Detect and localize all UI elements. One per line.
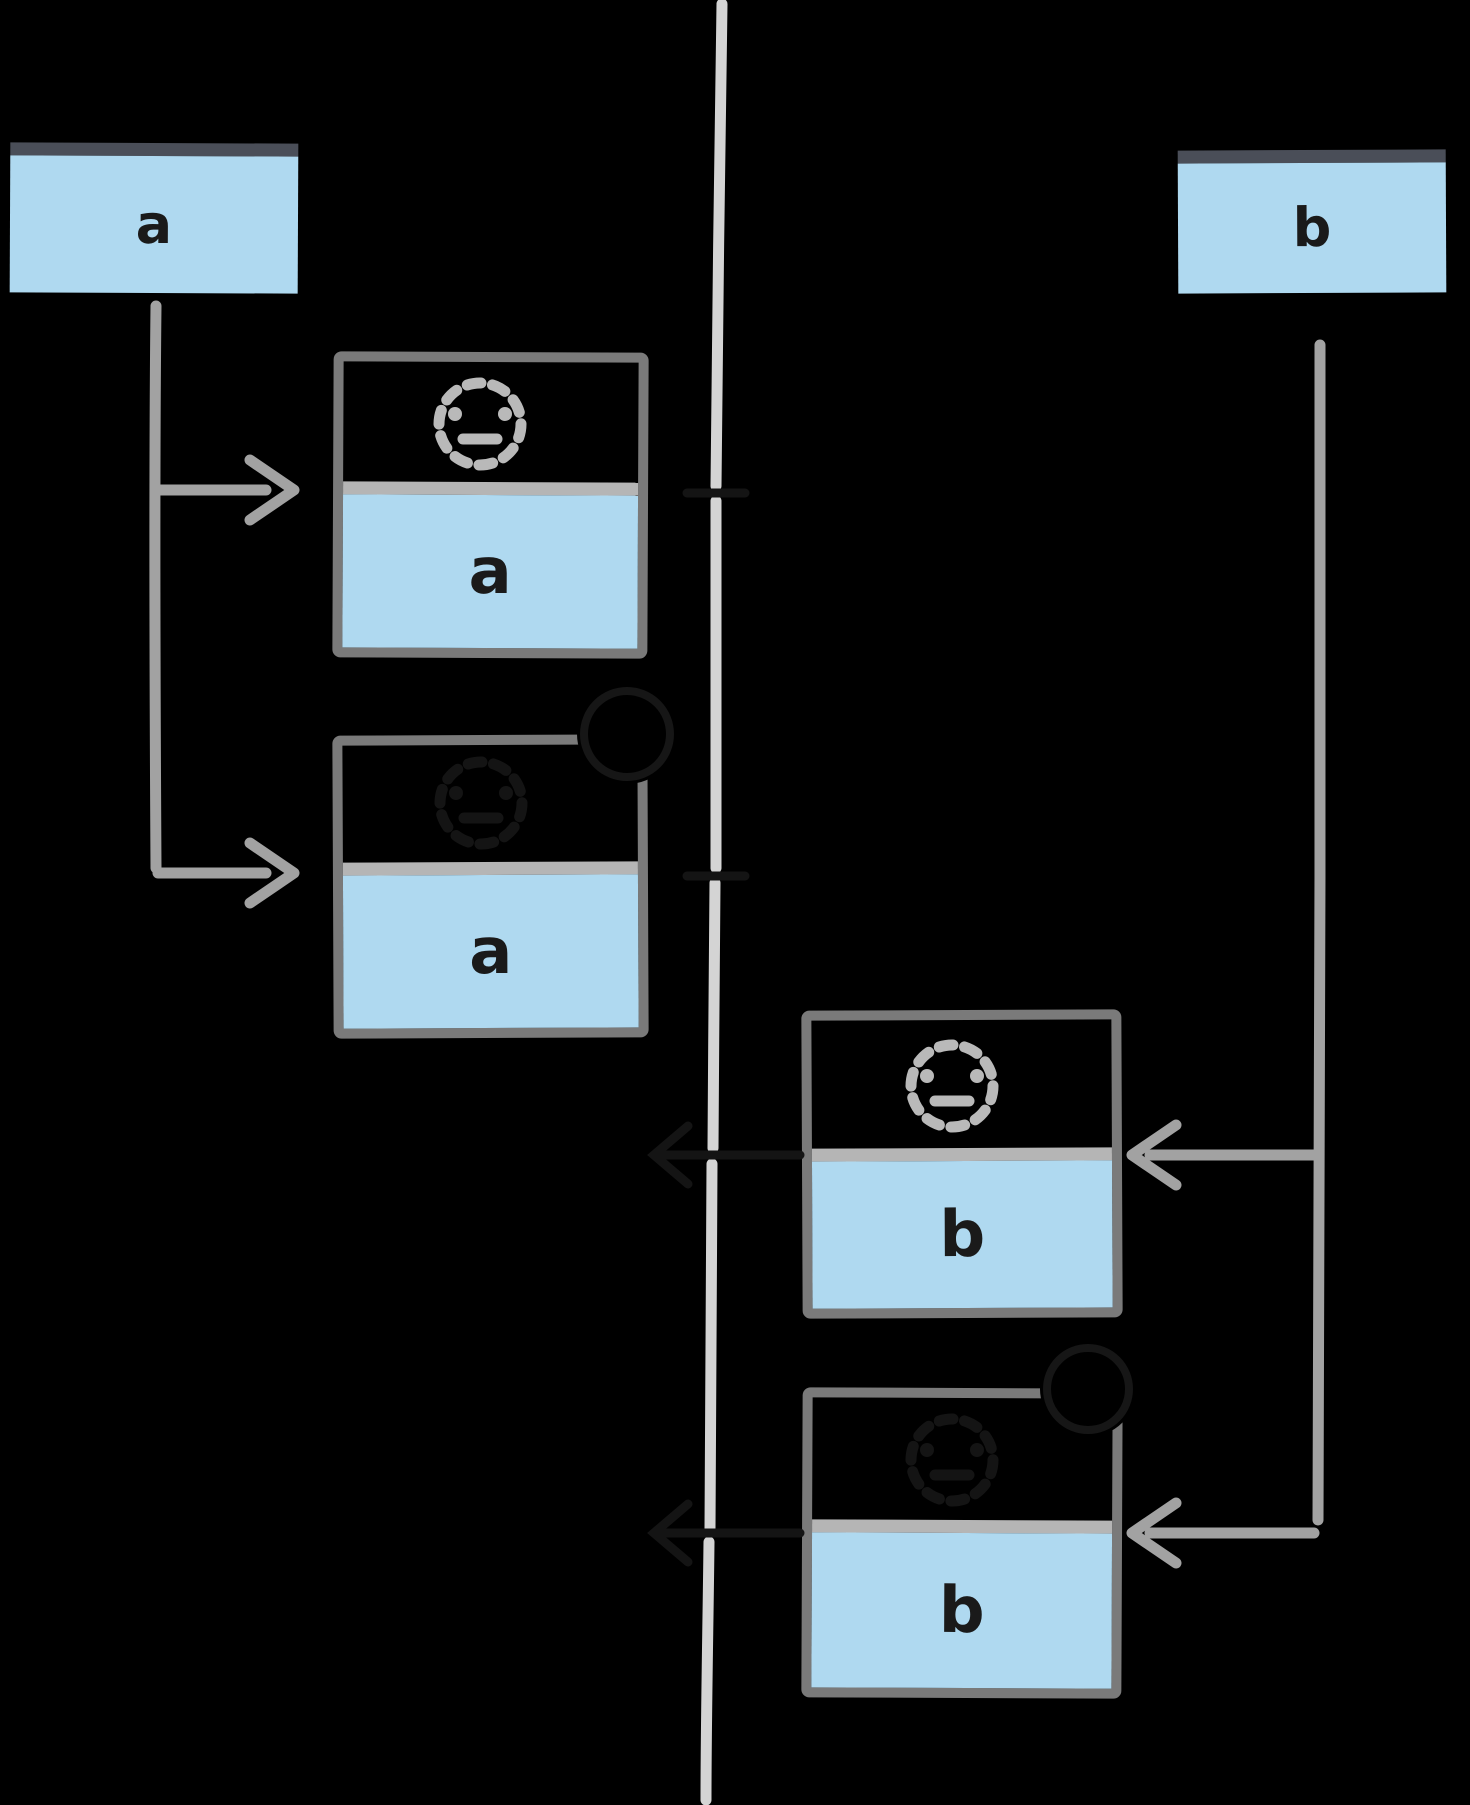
arrow-right-icon bbox=[244, 454, 300, 526]
window-a-titlebar bbox=[10, 142, 299, 157]
task-box-b-2: b bbox=[801, 1387, 1123, 1699]
window-b-label: b bbox=[1292, 195, 1332, 260]
window-b-titlebar bbox=[1177, 149, 1446, 164]
task-box-a-1-label: a bbox=[468, 534, 512, 609]
task-box-b-1-label: b bbox=[939, 1197, 986, 1272]
task-box-a-2-top bbox=[342, 744, 638, 862]
arrow-right-icon bbox=[244, 837, 300, 909]
connector-window-b bbox=[1126, 339, 1327, 1569]
arrow-left-icon bbox=[1126, 1119, 1182, 1191]
task-box-b-1: b bbox=[801, 1009, 1123, 1319]
window-b: b bbox=[1177, 149, 1447, 294]
timeline-tick-marks bbox=[647, 488, 805, 1567]
task-box-a-1-divider bbox=[343, 481, 639, 496]
task-box-b-2-divider bbox=[812, 1519, 1113, 1534]
task-box-a-2-divider bbox=[342, 861, 638, 876]
task-box-a-2-bottom: a bbox=[342, 874, 639, 1029]
task-box-b-1-top bbox=[811, 1019, 1112, 1148]
task-box-a-2-label: a bbox=[469, 914, 513, 989]
task-box-a-2: a bbox=[332, 734, 649, 1039]
window-a-label: a bbox=[135, 192, 173, 256]
task-box-a-1: a bbox=[332, 351, 649, 659]
window-a: a bbox=[9, 142, 299, 294]
task-box-b-2-label: b bbox=[938, 1573, 985, 1648]
task-box-b-1-bottom: b bbox=[811, 1160, 1113, 1309]
task-box-b-2-bottom: b bbox=[811, 1532, 1113, 1689]
timeline-line bbox=[700, 0, 728, 1805]
connector-window-a bbox=[149, 300, 300, 909]
task-box-b-1-divider bbox=[811, 1147, 1112, 1162]
arrow-left-icon bbox=[1126, 1497, 1182, 1569]
task-box-a-1-bottom: a bbox=[342, 494, 639, 649]
window-b-body: b bbox=[1177, 162, 1447, 294]
task-box-a-1-top bbox=[343, 361, 639, 482]
window-a-body: a bbox=[9, 155, 299, 294]
task-box-b-2-top bbox=[812, 1397, 1113, 1520]
